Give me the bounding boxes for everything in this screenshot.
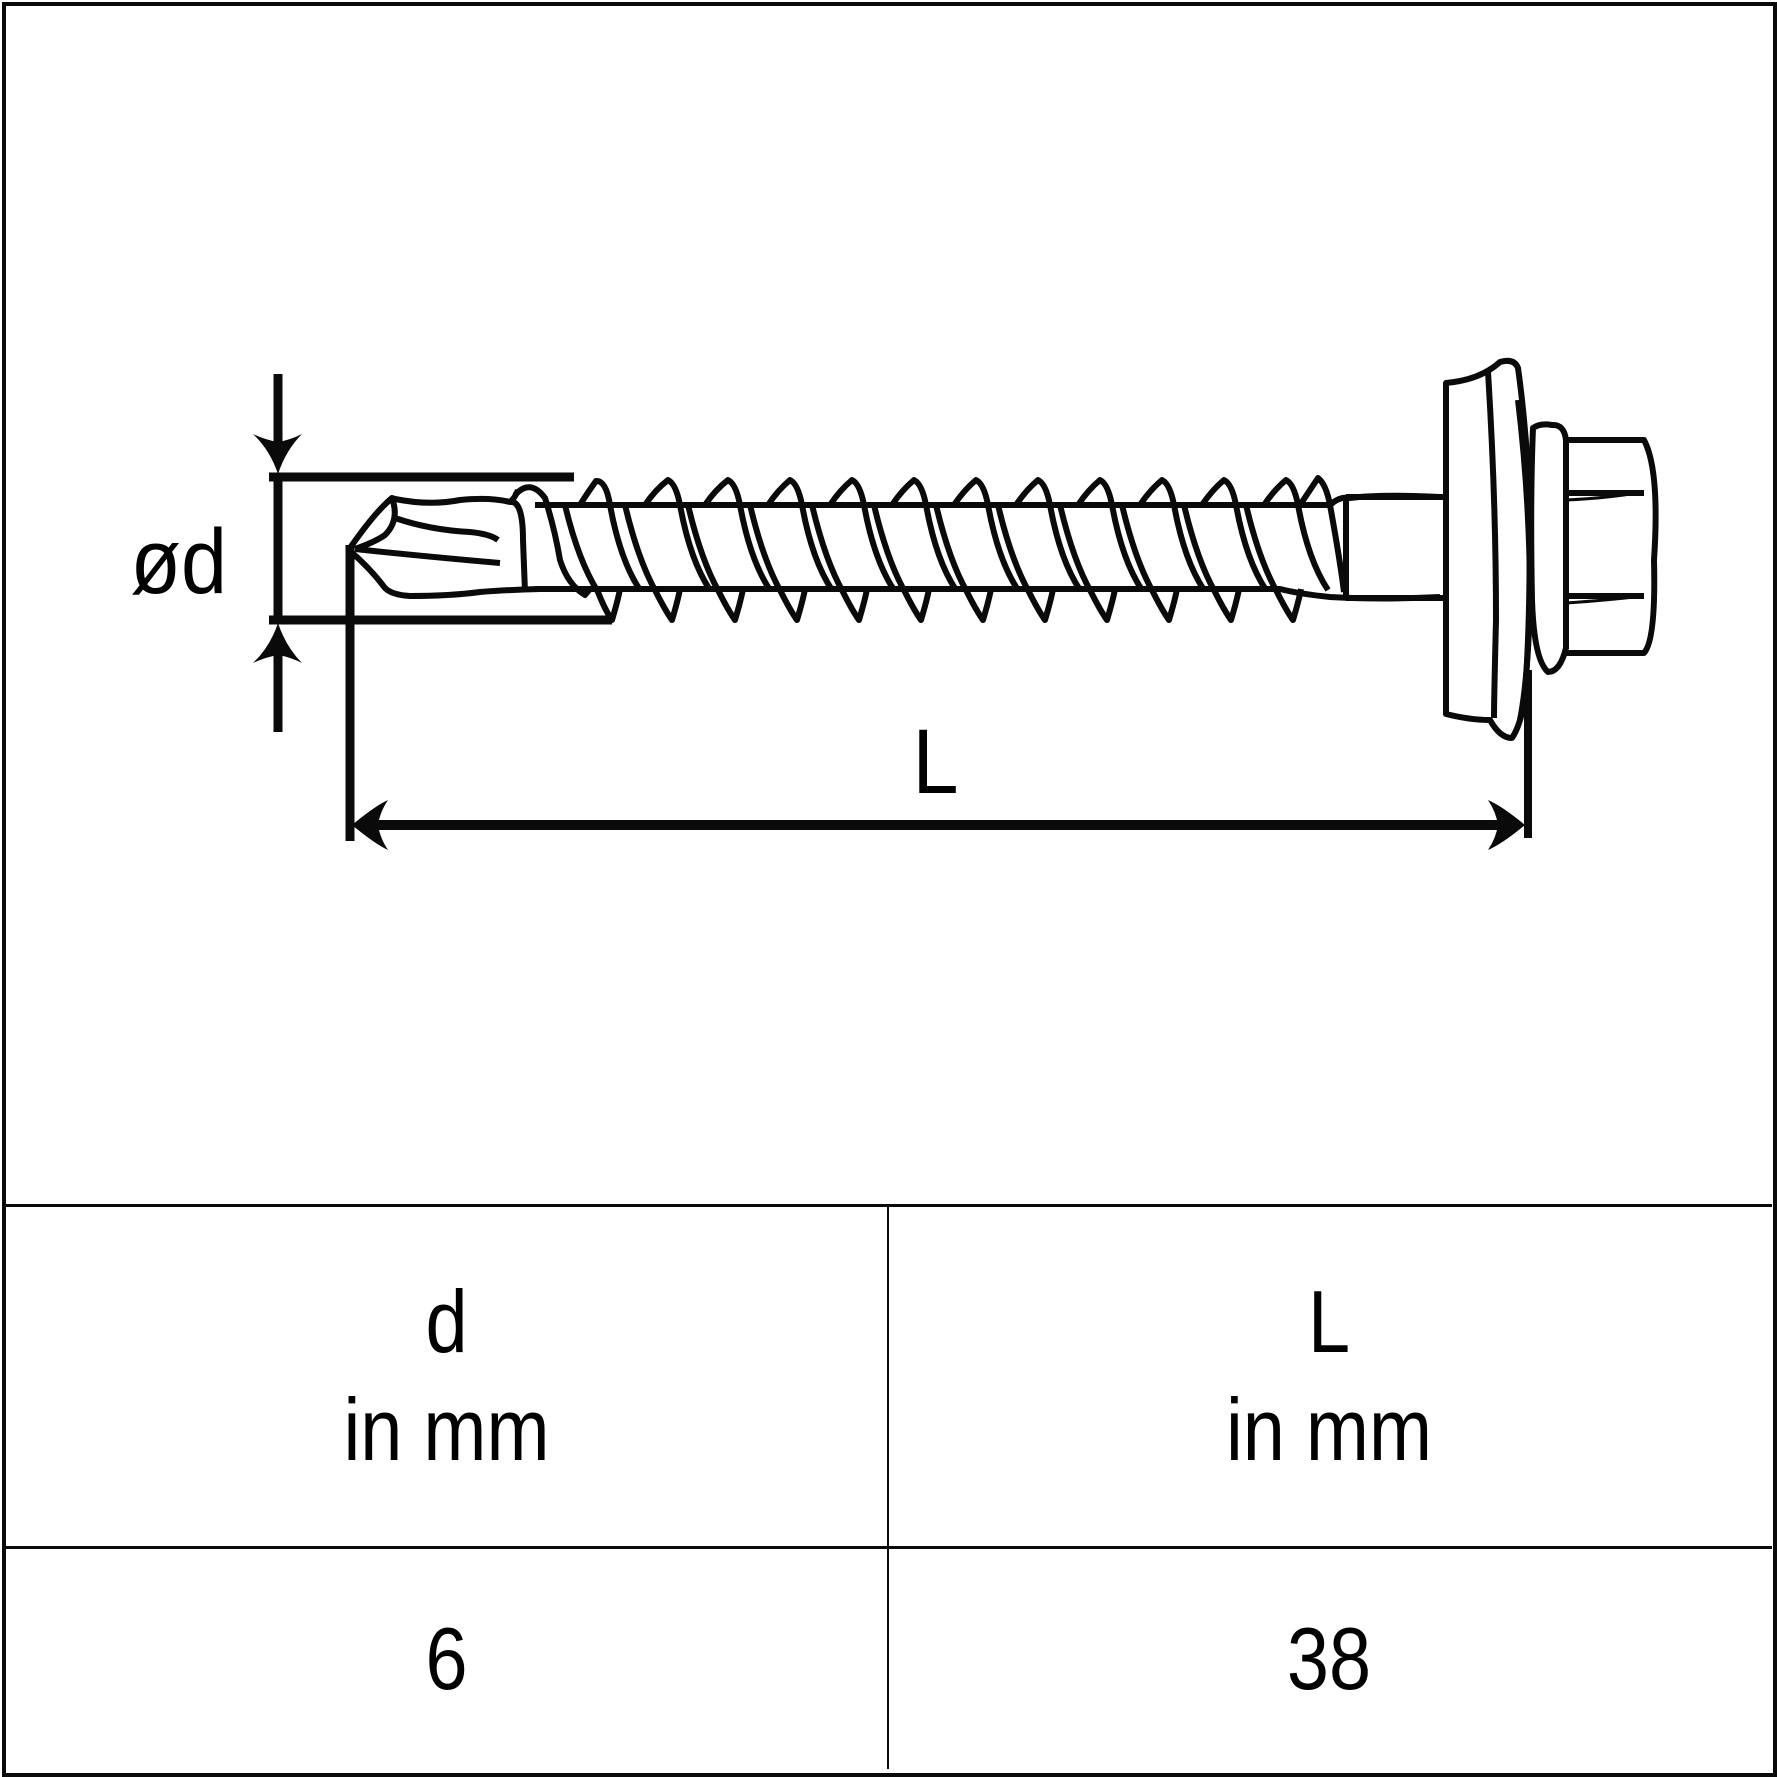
length-label: L (912, 711, 959, 813)
diameter-dimension (253, 374, 612, 732)
table-cell-l-value: 38 (951, 1549, 1708, 1769)
table-top-divider (6, 1204, 1772, 1207)
length-dimension (345, 545, 1532, 850)
arrow-left-icon (352, 800, 388, 850)
header-symbol: L (1307, 1272, 1351, 1371)
table-column-divider (887, 1206, 889, 1769)
sealing-washer (1443, 357, 1533, 741)
table-header-d: d in mm (68, 1206, 826, 1546)
cell-value: 38 (1286, 1609, 1372, 1708)
hex-flange (1528, 421, 1569, 675)
table-header-l: L in mm (951, 1206, 1708, 1546)
header-unit: in mm (343, 1380, 550, 1479)
thread-roots (562, 504, 1304, 623)
screw-neck (1346, 494, 1446, 601)
table-row-divider (6, 1546, 1772, 1549)
thread-crests (512, 475, 1347, 598)
screw-tip (347, 488, 541, 599)
screw-threads (512, 475, 1441, 623)
hex-head (1565, 437, 1659, 656)
header-symbol: d (425, 1272, 468, 1371)
arrow-right-icon (1488, 800, 1525, 850)
table-cell-d-value: 6 (68, 1549, 826, 1769)
header-unit: in mm (1225, 1380, 1433, 1479)
cell-value: 6 (425, 1609, 468, 1708)
arrow-up-icon (253, 623, 302, 663)
arrow-down-icon (253, 434, 302, 474)
diameter-label: ød (130, 511, 228, 613)
